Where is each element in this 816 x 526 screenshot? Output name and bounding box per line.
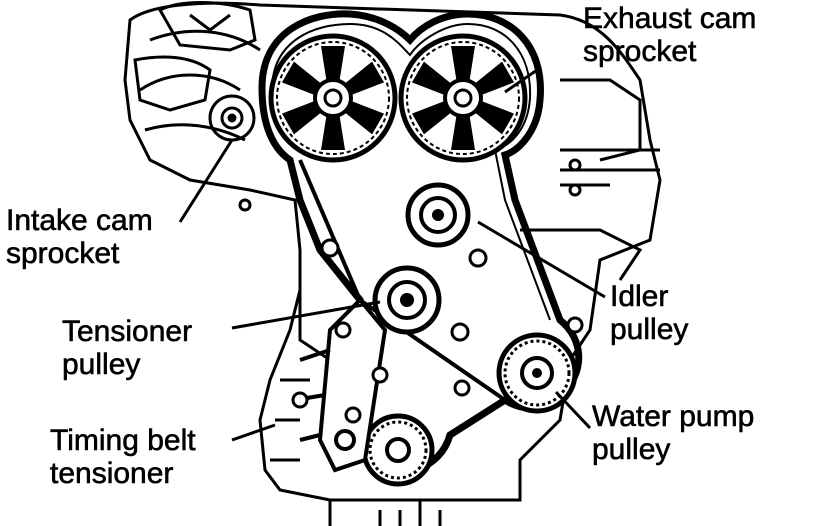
label-line: pulley (610, 313, 689, 347)
label-line: pulley (62, 348, 141, 382)
label-line: Timing belt (50, 424, 196, 458)
label-line: sprocket (583, 35, 697, 69)
label-timing-belt-tensioner: Timing belt tensioner (50, 424, 196, 491)
label-line: Tensioner (62, 315, 193, 349)
label-exhaust-cam-sprocket: Exhaust cam sprocket (583, 2, 757, 69)
label-idler-pulley: Idler pulley (610, 280, 689, 347)
leader-lines (178, 66, 606, 442)
intake-cam-sprocket (268, 33, 398, 163)
label-line: tensioner (50, 457, 174, 491)
crankshaft-sprocket (361, 413, 435, 487)
timing-belt-inner (271, 22, 551, 321)
label-line: Water pump (592, 400, 755, 434)
label-line: Idler (610, 280, 669, 314)
label-line: sprocket (6, 237, 120, 271)
label-tensioner-pulley: Tensioner pulley (62, 315, 193, 382)
intake-manifold (133, 1, 257, 142)
label-line: Exhaust cam (583, 2, 757, 36)
label-intake-cam-sprocket: Intake cam sprocket (6, 204, 153, 271)
label-water-pump-pulley: Water pump pulley (592, 400, 755, 467)
label-line: pulley (592, 433, 671, 467)
timing-belt-tensioner (294, 297, 388, 473)
label-line: Intake cam (6, 204, 153, 238)
tensioner-pulley (372, 265, 442, 335)
mounting-bolts (238, 158, 584, 424)
idler-pulley (405, 182, 471, 248)
exhaust-cam-sprocket (398, 33, 528, 163)
